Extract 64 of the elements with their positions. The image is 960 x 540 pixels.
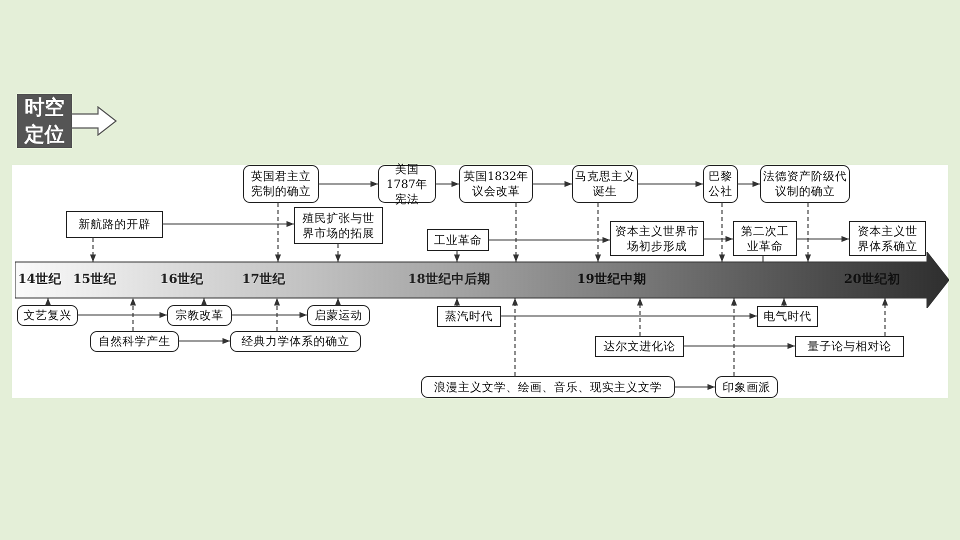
arrow [675,384,715,390]
century-label: 18世纪中后期 [408,271,490,288]
arrow [436,180,459,188]
event-box: 新航路的开辟 [66,211,163,238]
arrow [882,298,888,336]
event-box: 第二次工业革命 [733,221,797,256]
arrow [200,298,208,306]
event-box: 电气时代 [757,306,818,327]
arrow [319,180,378,188]
arrow [780,298,788,306]
century-label: 14世纪 [18,271,62,288]
event-box: 达尔文进化论 [595,336,684,357]
arrow [512,298,518,376]
event-box: 法德资产阶级代议制的确立 [760,165,850,203]
century-label: 19世纪中期 [577,271,646,288]
arrow [274,203,282,262]
event-box: 宗教改革 [167,305,232,326]
event-box: 英国1832年议会改革 [459,165,533,203]
arrow [334,244,342,262]
arrow [163,220,294,228]
arrow [594,203,602,262]
arrow [130,298,136,331]
arrow [454,298,460,306]
arrow [232,312,307,318]
arrow [489,236,610,244]
event-box: 资本主义世界市场初步形成 [610,221,704,256]
arrow [78,312,167,318]
event-box: 启蒙运动 [307,305,370,326]
arrow [797,236,849,242]
arrow [684,342,795,350]
event-box: 工业革命 [427,229,489,251]
event-box: 印象画派 [715,376,778,398]
event-box: 资本主义世界体系确立 [849,221,926,256]
heading-box: 时空定位 [17,94,72,148]
arrow [730,298,738,376]
arrow [90,238,96,262]
arrow [636,298,644,336]
arrow [44,298,52,306]
event-box: 经典力学体系的确立 [230,331,361,352]
arrow [704,236,733,242]
event-box: 文艺复兴 [17,305,78,326]
century-label: 17世纪 [242,271,286,288]
arrow [738,180,760,188]
arrow [179,338,230,344]
event-box: 蒸汽时代 [437,306,501,327]
arrow [274,298,280,331]
arrow [533,180,572,188]
arrow [334,298,342,306]
event-box: 巴黎公社 [703,165,738,203]
event-box: 量子论与相对论 [795,336,904,357]
arrow [501,312,757,320]
century-label: 15世纪 [73,271,116,288]
arrow [804,203,812,262]
arrow [638,180,703,188]
event-box: 浪漫主义文学、绘画、音乐、现实主义文学 [421,376,675,398]
arrow [718,203,726,262]
century-label: 16世纪 [160,271,204,288]
arrow [512,203,520,262]
event-box: 马克思主义诞生 [572,165,638,203]
event-box: 自然科学产生 [90,331,179,352]
event-box: 英国君主立宪制的确立 [243,165,319,203]
arrow [454,251,460,262]
event-box: 殖民扩张与世界市场的拓展 [294,207,383,244]
event-box: 美国1787年宪法 [378,165,436,203]
